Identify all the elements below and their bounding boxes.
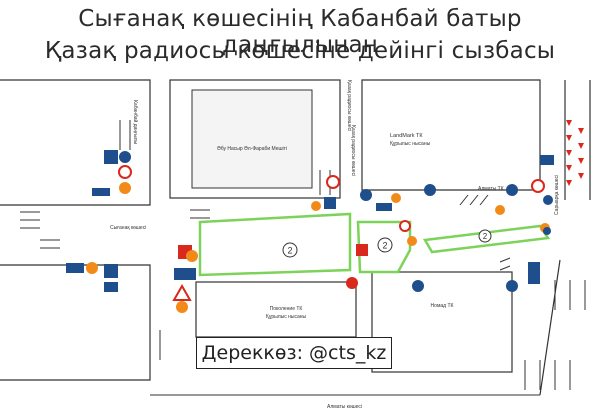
warning-sign-icon xyxy=(495,205,505,215)
street-label-syganak: Сығанақ көшесі xyxy=(110,225,146,231)
labels: Кабанбай даңғылы Сығанақ көшесі Қазақ ра… xyxy=(110,80,560,410)
warning-sign-icon xyxy=(119,182,131,194)
diagram-title-line2: Қазақ радиосы көшесіне дейінгі сызбасы xyxy=(44,38,556,64)
direction-sign-icon xyxy=(412,280,424,292)
warning-sign-icon xyxy=(86,262,98,274)
street-label-kabanbai: Кабанбай даңғылы xyxy=(132,100,139,144)
info-sign-icon xyxy=(104,264,118,278)
warning-sign-icon xyxy=(407,236,417,246)
zone-marker-a-label: 2 xyxy=(287,246,292,256)
roadwork-sign-icon xyxy=(356,244,368,256)
road-edge-right-3 xyxy=(539,259,561,396)
block-pokolenie xyxy=(195,281,357,338)
warning-sign-icon xyxy=(391,193,401,203)
triangle-marker xyxy=(566,180,572,186)
block-landmark xyxy=(361,79,541,191)
direction-sign-icon xyxy=(506,184,518,196)
work-zone-a xyxy=(198,212,352,277)
warning-sign-icon xyxy=(186,250,198,262)
speed-limit-sign-icon xyxy=(326,175,340,189)
direction-sign-icon xyxy=(119,151,131,163)
street-label-kazakh-radio-2: Қазақ радиосы көшесі xyxy=(350,125,356,176)
info-sign-icon xyxy=(104,150,118,164)
direction-sign-icon xyxy=(424,184,436,196)
info-sign-icon xyxy=(92,188,110,196)
zone-marker-a xyxy=(282,242,298,258)
zone-marker-b-label: 2 xyxy=(382,241,387,251)
street-label-almaty-top: Алматы ТК xyxy=(478,186,504,192)
info-sign-icon xyxy=(324,197,336,209)
direction-sign-icon xyxy=(543,195,553,205)
block-top-left xyxy=(0,79,151,206)
info-sign-icon xyxy=(540,155,554,165)
info-sign-icon xyxy=(528,262,540,284)
work-zone-c xyxy=(422,224,551,254)
lane-arrow xyxy=(190,209,210,219)
info-sign-icon xyxy=(66,263,84,273)
block-bottom-left xyxy=(0,264,151,381)
info-sign-icon xyxy=(174,268,196,280)
zone-marker-c-label: 2 xyxy=(483,232,488,241)
building-label-pokolenie-sub: Құрылыс нысаны xyxy=(266,314,307,320)
lane-arrow xyxy=(459,194,489,206)
lane-arrow xyxy=(119,120,131,150)
street-label-almaty-bottom: Алматы көшесі xyxy=(327,404,362,410)
direction-sign-icon xyxy=(506,280,518,292)
direction-sign-icon xyxy=(543,227,551,235)
diagram-title-line1: Сығанақ көшесінің Кабанбай батыр даңғылы… xyxy=(78,6,522,58)
triangle-marker xyxy=(578,128,584,134)
source-caption: Дереккөз: @cts_kz xyxy=(196,337,392,369)
building-label-landmark-sub: Құрылыс нысаны xyxy=(390,141,431,147)
lane-arrow xyxy=(40,239,60,249)
street-label-kazakh-radio: Қазақ радиосы көшесі xyxy=(346,80,352,131)
direction-sign-icon xyxy=(360,189,372,201)
lane-arrow xyxy=(524,360,571,390)
building-label-nomad: Номад ТК xyxy=(431,303,454,309)
triangle-marker xyxy=(578,173,584,179)
lane-arrows xyxy=(20,120,586,390)
info-sign-icon xyxy=(376,203,392,211)
speed-limit-sign-icon xyxy=(531,179,545,193)
speed-limit-sign-icon xyxy=(399,220,411,232)
triangle-marker xyxy=(578,143,584,149)
road-signs xyxy=(66,150,554,313)
lane-arrow xyxy=(499,257,511,271)
building-label-landmark: LandMark ТК xyxy=(390,133,423,139)
zone-marker-c xyxy=(478,229,492,243)
zone-marker-b xyxy=(377,237,393,253)
lane-arrow xyxy=(20,211,40,229)
info-sign-icon xyxy=(104,282,118,292)
warning-triangle-icon xyxy=(172,283,192,301)
triangle-marker xyxy=(566,150,572,156)
lane-arrow xyxy=(554,280,586,310)
block-nomad xyxy=(371,271,513,373)
work-zones xyxy=(198,212,551,277)
city-blocks xyxy=(0,79,591,396)
speed-limit-sign-icon xyxy=(118,165,132,179)
warning-sign-icon xyxy=(176,301,188,313)
building-label-pokolenie: Поколение ТК xyxy=(270,306,303,312)
zone-markers: 2 2 2 xyxy=(282,229,492,258)
mosque-inner xyxy=(191,89,313,189)
no-entry-sign-icon xyxy=(346,277,358,289)
triangle-marker xyxy=(578,158,584,164)
street-label-saryarka: Сарыарқа көшесі xyxy=(554,175,560,215)
triangle-marker xyxy=(566,165,572,171)
triangle-marker xyxy=(566,120,572,126)
triangle-marker xyxy=(566,135,572,141)
building-label-mosque: Әбу Насыр Әл-Фараби Мешіті xyxy=(217,146,287,152)
warning-triangles xyxy=(566,120,584,186)
warning-sign-icon xyxy=(311,201,321,211)
lane-arrow xyxy=(149,330,161,360)
